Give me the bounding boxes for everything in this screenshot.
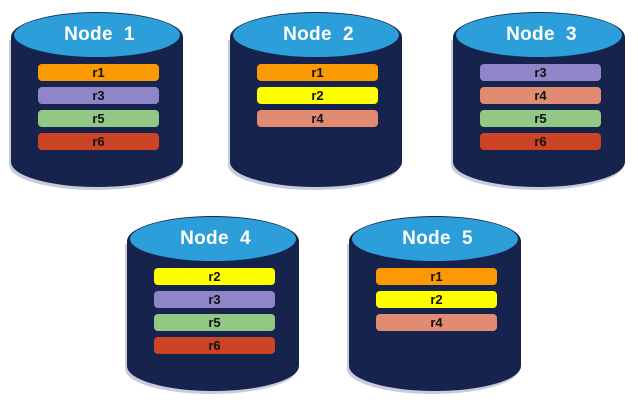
record-bar[interactable]: r1 — [376, 268, 497, 285]
record-bar[interactable]: r6 — [38, 133, 159, 150]
record-list: r1 r3 r5 r6 — [38, 64, 159, 156]
record-bar[interactable]: r2 — [376, 291, 497, 308]
record-list: r2 r3 r5 r6 — [154, 268, 275, 360]
node-title: Node 4 — [180, 228, 251, 249]
cylinder-top-face — [352, 217, 518, 261]
node-cylinder-3[interactable]: Node 3 r3 r4 r5 r6 — [451, 8, 632, 194]
record-list: r1 r2 r4 — [257, 64, 378, 133]
record-bar[interactable]: r5 — [154, 314, 275, 331]
cylinder-top-face — [233, 13, 399, 57]
record-bar[interactable]: r3 — [38, 87, 159, 104]
node-cylinder-1[interactable]: Node 1 r1 r3 r5 r6 — [9, 8, 190, 194]
node-title: Node 1 — [64, 24, 135, 45]
node-cylinder-5[interactable]: Node 5 r1 r2 r4 — [347, 212, 528, 398]
record-bar[interactable]: r3 — [480, 64, 601, 81]
record-bar[interactable]: r6 — [480, 133, 601, 150]
cylinder-top-face — [130, 217, 296, 261]
node-cylinder-2[interactable]: Node 2 r1 r2 r4 — [228, 8, 409, 194]
node-title: Node 2 — [283, 24, 354, 45]
record-bar[interactable]: r3 — [154, 291, 275, 308]
record-bar[interactable]: r4 — [257, 110, 378, 127]
record-bar[interactable]: r5 — [480, 110, 601, 127]
record-bar[interactable]: r4 — [480, 87, 601, 104]
node-cylinder-4[interactable]: Node 4 r2 r3 r5 r6 — [125, 212, 306, 398]
cylinder-top-face — [14, 13, 180, 57]
cylinder-top-face — [456, 13, 622, 57]
record-bar[interactable]: r5 — [38, 110, 159, 127]
record-bar[interactable]: r6 — [154, 337, 275, 354]
record-bar[interactable]: r2 — [154, 268, 275, 285]
node-title: Node 3 — [506, 24, 577, 45]
record-list: r1 r2 r4 — [376, 268, 497, 337]
record-bar[interactable]: r1 — [38, 64, 159, 81]
record-bar[interactable]: r1 — [257, 64, 378, 81]
record-bar[interactable]: r4 — [376, 314, 497, 331]
record-bar[interactable]: r2 — [257, 87, 378, 104]
node-title: Node 5 — [402, 228, 473, 249]
record-list: r3 r4 r5 r6 — [480, 64, 601, 156]
